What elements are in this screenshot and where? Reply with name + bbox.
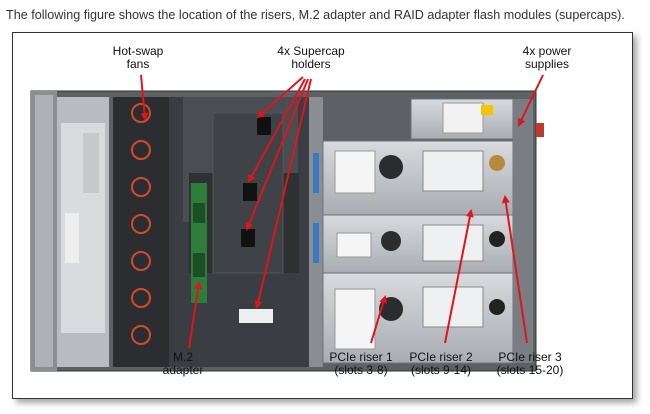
callout-arrows: [140, 74, 544, 349]
label-pcie-riser-1: PCIe riser 1 (slots 3-8): [329, 350, 393, 377]
label-power-supplies: 4x power supplies: [522, 44, 572, 71]
arrow-fans: [140, 74, 149, 121]
label-pcie-riser-2: PCIe riser 2 (slots 9-14): [409, 350, 473, 377]
arrow-supercap-1: [256, 76, 304, 119]
arrow-power: [517, 74, 544, 127]
arrow-supercap-3: [245, 78, 309, 231]
arrow-supercap-4: [254, 78, 312, 309]
arrow-m2: [188, 281, 203, 349]
arrow-riser-3: [501, 195, 528, 344]
server-photo-figure: Hot-swap fans 4x Supercap holders 4x pow…: [12, 32, 633, 399]
pcie-riser-cages: [322, 140, 514, 364]
fans: [131, 103, 151, 345]
label-supercap-holders: 4x Supercap holders: [277, 44, 345, 71]
arrow-riser-2: [444, 209, 474, 344]
arrow-riser-1: [370, 295, 388, 344]
label-pcie-riser-3: PCIe riser 3 (slots 15-20): [496, 350, 564, 377]
figure-intro-text: The following figure shows the location …: [6, 8, 625, 22]
label-m2-adapter: M.2 adapter: [162, 350, 204, 377]
arrow-supercap-2: [248, 78, 306, 183]
supercap-bottom: [239, 309, 273, 323]
server-top-view-image: [30, 74, 544, 372]
label-hot-swap-fans: Hot-swap fans: [112, 44, 164, 71]
